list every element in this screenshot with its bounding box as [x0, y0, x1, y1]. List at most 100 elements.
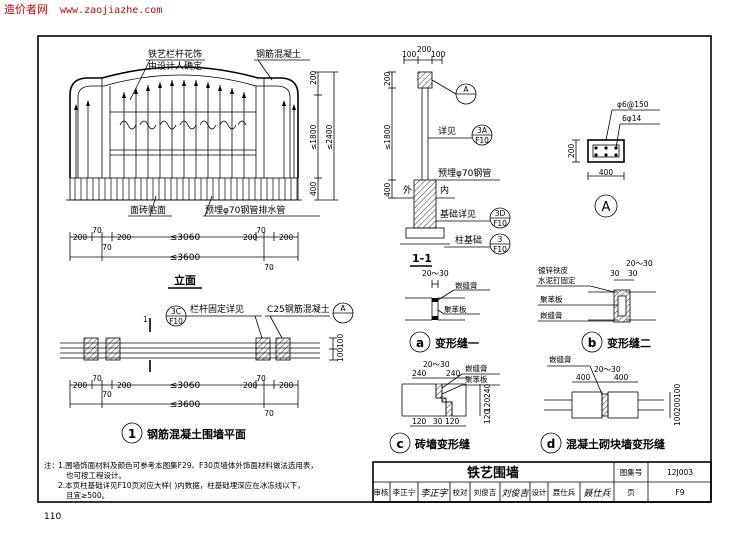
plan-dim-200c: 200	[243, 381, 258, 390]
sec-dim-1800: ≤1800	[383, 124, 392, 150]
jb-dim-30a: 30	[610, 269, 620, 278]
tb-review-label: 审核	[374, 487, 389, 497]
sec-ref-3d: 3D	[495, 209, 506, 218]
jd-label-fill: 嵌缝膏	[549, 354, 572, 364]
jd-dim-v100b: 100	[673, 411, 682, 426]
col-mark: A	[602, 200, 611, 215]
jc-num: c	[396, 437, 403, 451]
notes-line1b: 也可按工程设计。	[66, 470, 126, 480]
tb-design-name: 聂仕兵	[553, 487, 576, 497]
elev-dim-70a: 70	[92, 226, 102, 235]
plan-ref-f10: F10	[169, 317, 183, 326]
sec-dim-100: 100	[402, 50, 417, 59]
jd-title: 混凝土砌块墙变形缝	[566, 437, 665, 451]
tb-title: 铁艺围墙	[466, 465, 519, 481]
jd-dim: 20～30	[594, 365, 621, 374]
jc-dim: 20～30	[423, 360, 450, 369]
tb-check-name: 刘俊吉	[474, 487, 497, 497]
elev-dim-3060: ≤3060	[170, 233, 201, 243]
plan-num: 1	[128, 427, 136, 441]
jc-label-fill: 嵌缝膏	[465, 363, 488, 373]
elevation-view: 200 ≤1800 ≤2400 400 铁艺栏杆花饰 由设计人确定 钢筋混凝土 …	[66, 48, 338, 289]
tb-design-sig: 聂仕兵	[583, 488, 611, 499]
ja-label-board: 聚苯板	[444, 304, 467, 314]
plan-dim-200b: 200	[117, 381, 132, 390]
plan-label-detail: 栏杆固定详见	[190, 303, 244, 315]
sec-label-base: 柱基础	[455, 234, 482, 246]
joint-a: 20～30 嵌缝膏 聚苯板 a 变形缝一	[405, 269, 490, 353]
notes-line1: 1.围墙饰面材料及颜色可参考本图集F29、F30页墙体外饰面材料做法选用表，	[58, 460, 318, 470]
elev-dim-200a: 200	[73, 233, 88, 242]
plan-dim-100b: 100	[336, 347, 345, 362]
notes: 注： 1.围墙饰面材料及颜色可参考本图集F29、F30页墙体外饰面材料做法选用表…	[44, 460, 318, 500]
jb-title: 变形缝二	[607, 336, 651, 350]
jd-dim-400b: 400	[614, 373, 629, 382]
plan-title: 钢筋混凝土围墙平面	[147, 427, 246, 441]
sec-title: 1-1	[412, 252, 432, 265]
plan-dim-100a: 100	[336, 333, 345, 348]
elev-dim-200b: 200	[117, 233, 132, 242]
jc-title: 砖墙变形缝	[415, 437, 470, 451]
elev-dim-200d: 200	[279, 233, 294, 242]
ja-num: a	[416, 336, 424, 350]
plan-view: 1 3C F10 栏杆固定详见 C25钢筋混凝土 A 100 100 70	[60, 302, 354, 444]
elev-dim-200: 200	[309, 70, 318, 85]
ja-label-fill: 嵌缝膏	[455, 280, 478, 290]
elev-dim-70b: 70	[256, 226, 266, 235]
plan-mark-a: A	[340, 304, 346, 313]
joint-d: 嵌缝膏 20～30 400 400 100 200 100 d 混凝土砌块墙变形…	[540, 354, 682, 454]
plan-dim-200a: 200	[73, 381, 88, 390]
col-dim-400: 400	[599, 168, 614, 177]
tb-design-label: 设计	[532, 487, 547, 497]
label-railing: 铁艺栏杆花饰	[148, 48, 202, 60]
plan-ref-3c: 3C	[171, 307, 181, 316]
sec-dim-100b: 100	[431, 50, 446, 59]
jc-dim-120b: 120	[445, 417, 460, 426]
sec-ref-3-sheet: F10	[493, 245, 507, 254]
sec-label-found: 基础详见	[440, 208, 476, 220]
elev-dim-400: 400	[309, 181, 318, 196]
sec-dim-400: 400	[383, 182, 392, 197]
elev-dim-2400: ≤2400	[325, 124, 334, 150]
elev-dim-200c: 200	[243, 233, 258, 242]
label-rc: 钢筋混凝土	[256, 48, 301, 60]
col-label-bars: 6φ14	[622, 114, 641, 123]
plan-label-concrete: C25钢筋混凝土	[267, 303, 330, 315]
jd-num: d	[547, 437, 556, 451]
jd-dim-v100a: 100	[673, 383, 682, 398]
elev-dim-70c: 70	[102, 243, 112, 252]
notes-line2: 2.本页柱基础详见F10页对应大样( )内数据，柱基础埋深应在冰冻线以下，	[58, 480, 305, 490]
plan-dim-200d: 200	[279, 381, 294, 390]
jc-dim-30: 30	[433, 417, 443, 426]
page-number: 110	[44, 512, 61, 522]
jc-dim-v120b: 120	[483, 409, 492, 424]
jc-dim-v240: 240	[483, 383, 492, 398]
plan-dim-70b: 70	[256, 374, 266, 383]
plan-dim-70a: 70	[92, 374, 102, 383]
tb-atlas-no: 12J003	[667, 468, 693, 477]
col-label-stirrup: φ6@150	[617, 100, 649, 109]
sec-ref-3a: 3A	[477, 126, 488, 135]
sec-ref-3a-sheet: F10	[475, 136, 489, 145]
elev-dim-3600: ≤3600	[170, 253, 201, 263]
notes-line2b: 且宜≥500。	[66, 490, 109, 500]
label-tile: 面砖贴面	[130, 204, 166, 216]
plan-dim-70c: 70	[102, 390, 112, 399]
elev-dim-1800: ≤1800	[309, 124, 318, 150]
jb-label-board: 聚苯板	[540, 294, 563, 304]
col-dim-200: 200	[567, 143, 576, 158]
label-drain: 预埋φ70钢管排水管	[205, 204, 285, 216]
sec-mark-a: A	[463, 85, 469, 94]
plan-dim-3600: ≤3600	[170, 400, 201, 410]
sec-label-out: 外	[403, 184, 412, 196]
notes-heading: 注：	[44, 460, 59, 470]
sec-ref-3d-sheet: F10	[493, 219, 507, 228]
plan-dim-3060: ≤3060	[170, 381, 201, 391]
plan-cut-1: 1	[143, 315, 148, 324]
watermark-site: 造价者网	[4, 2, 48, 16]
tb-page-no: F9	[675, 488, 684, 497]
watermark-url: www.zaojiazhe.com	[60, 5, 162, 16]
elevation-title: 立面	[174, 273, 196, 287]
jb-dim-30b: 30	[628, 269, 638, 278]
